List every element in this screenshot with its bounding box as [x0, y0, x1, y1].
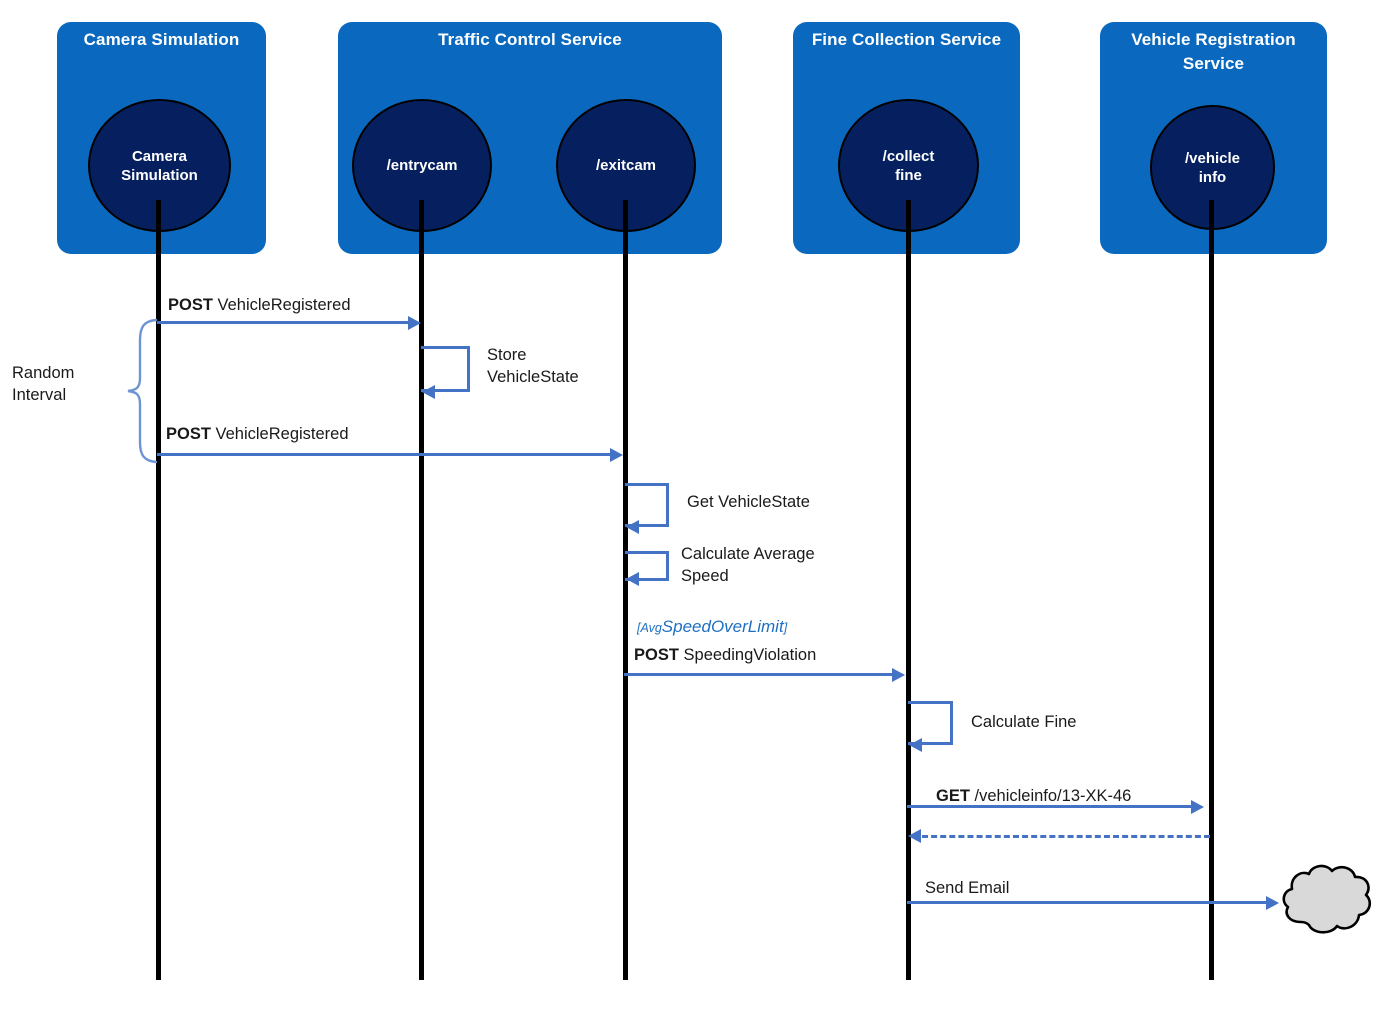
- participant-title-vehicle-registration-service: Vehicle Registration Service: [1131, 30, 1296, 73]
- message-label-send-email: Send Email: [925, 879, 1010, 897]
- message-verb: GET: [936, 787, 970, 805]
- random-interval-brace: [104, 316, 160, 466]
- message-arrow-post-speeding-violation[interactable]: [624, 673, 894, 676]
- message-text: VehicleRegistered: [210, 425, 349, 443]
- message-return-vehicleinfo-response[interactable]: [922, 835, 1210, 838]
- guard-suffix: ]: [783, 621, 788, 635]
- message-label-post-vehicle-registered-entry: POST VehicleRegistered: [168, 294, 351, 316]
- guard-main: SpeedOverLimit: [661, 617, 784, 636]
- lifeline-exitcam: [623, 200, 628, 980]
- arrowhead-calculate-fine: [909, 738, 922, 752]
- arrowhead-calculate-average-speed: [626, 572, 639, 586]
- participant-title-traffic-control-service: Traffic Control Service: [438, 30, 622, 49]
- arrowhead-send-email: [1266, 896, 1279, 910]
- arrowhead-post-speeding-violation: [892, 668, 905, 682]
- message-label-store-vehicle-state: Store VehicleState: [487, 346, 579, 386]
- participant-title-camera-simulation: Camera Simulation: [83, 30, 240, 49]
- message-arrow-post-vehicle-registered-exit[interactable]: [157, 453, 613, 456]
- message-text: SpeedingViolation: [678, 646, 817, 664]
- arrowhead-post-vehicle-registered-entry: [408, 316, 421, 330]
- guard-condition-avg-speed-over-limit: [AvgSpeedOverLimit]: [637, 617, 787, 637]
- lifeline-camera-simulation: [156, 200, 161, 980]
- message-label-get-vehicleinfo: GET /vehicleinfo/13-XK-46: [936, 785, 1131, 807]
- participant-title-fine-collection-service: Fine Collection Service: [811, 30, 1002, 49]
- arrowhead-get-vehicleinfo: [1191, 800, 1204, 814]
- message-label-get-vehicle-state: Get VehicleState: [687, 493, 810, 511]
- arrowhead-post-vehicle-registered-exit: [610, 448, 623, 462]
- message-text: VehicleRegistered: [212, 296, 351, 314]
- message-text: /vehicleinfo/13-XK-46: [969, 787, 1132, 805]
- selfcall-store-vehicle-state[interactable]: [421, 346, 470, 392]
- selfcall-get-vehicle-state[interactable]: [625, 483, 669, 527]
- message-verb: POST: [634, 646, 679, 664]
- arrowhead-store-vehicle-state: [422, 385, 435, 399]
- arrowhead-vehicleinfo-response: [908, 829, 921, 843]
- lifeline-collectfine: [906, 200, 911, 980]
- message-label-post-speeding-violation: POST SpeedingViolation: [634, 644, 816, 666]
- message-label-calculate-average-speed: Calculate Average Speed: [681, 545, 815, 585]
- message-label-post-vehicle-registered-exit: POST VehicleRegistered: [166, 423, 349, 445]
- selfcall-calculate-average-speed[interactable]: [625, 551, 669, 581]
- email-cloud-icon: [1279, 862, 1374, 938]
- message-arrow-get-vehicleinfo[interactable]: [907, 805, 1193, 808]
- lifeline-entrycam: [419, 200, 424, 980]
- brace-label-random-interval: Random Interval: [12, 364, 75, 404]
- guard-prefix: [Avg: [637, 621, 662, 635]
- arrowhead-get-vehicle-state: [626, 520, 639, 534]
- message-arrow-send-email[interactable]: [907, 901, 1268, 904]
- message-arrow-post-vehicle-registered-entry[interactable]: [157, 321, 410, 324]
- selfcall-calculate-fine[interactable]: [908, 701, 953, 745]
- message-verb: POST: [166, 425, 211, 443]
- lifeline-vehicleinfo: [1209, 200, 1214, 980]
- message-label-calculate-fine: Calculate Fine: [971, 713, 1077, 731]
- message-verb: POST: [168, 296, 213, 314]
